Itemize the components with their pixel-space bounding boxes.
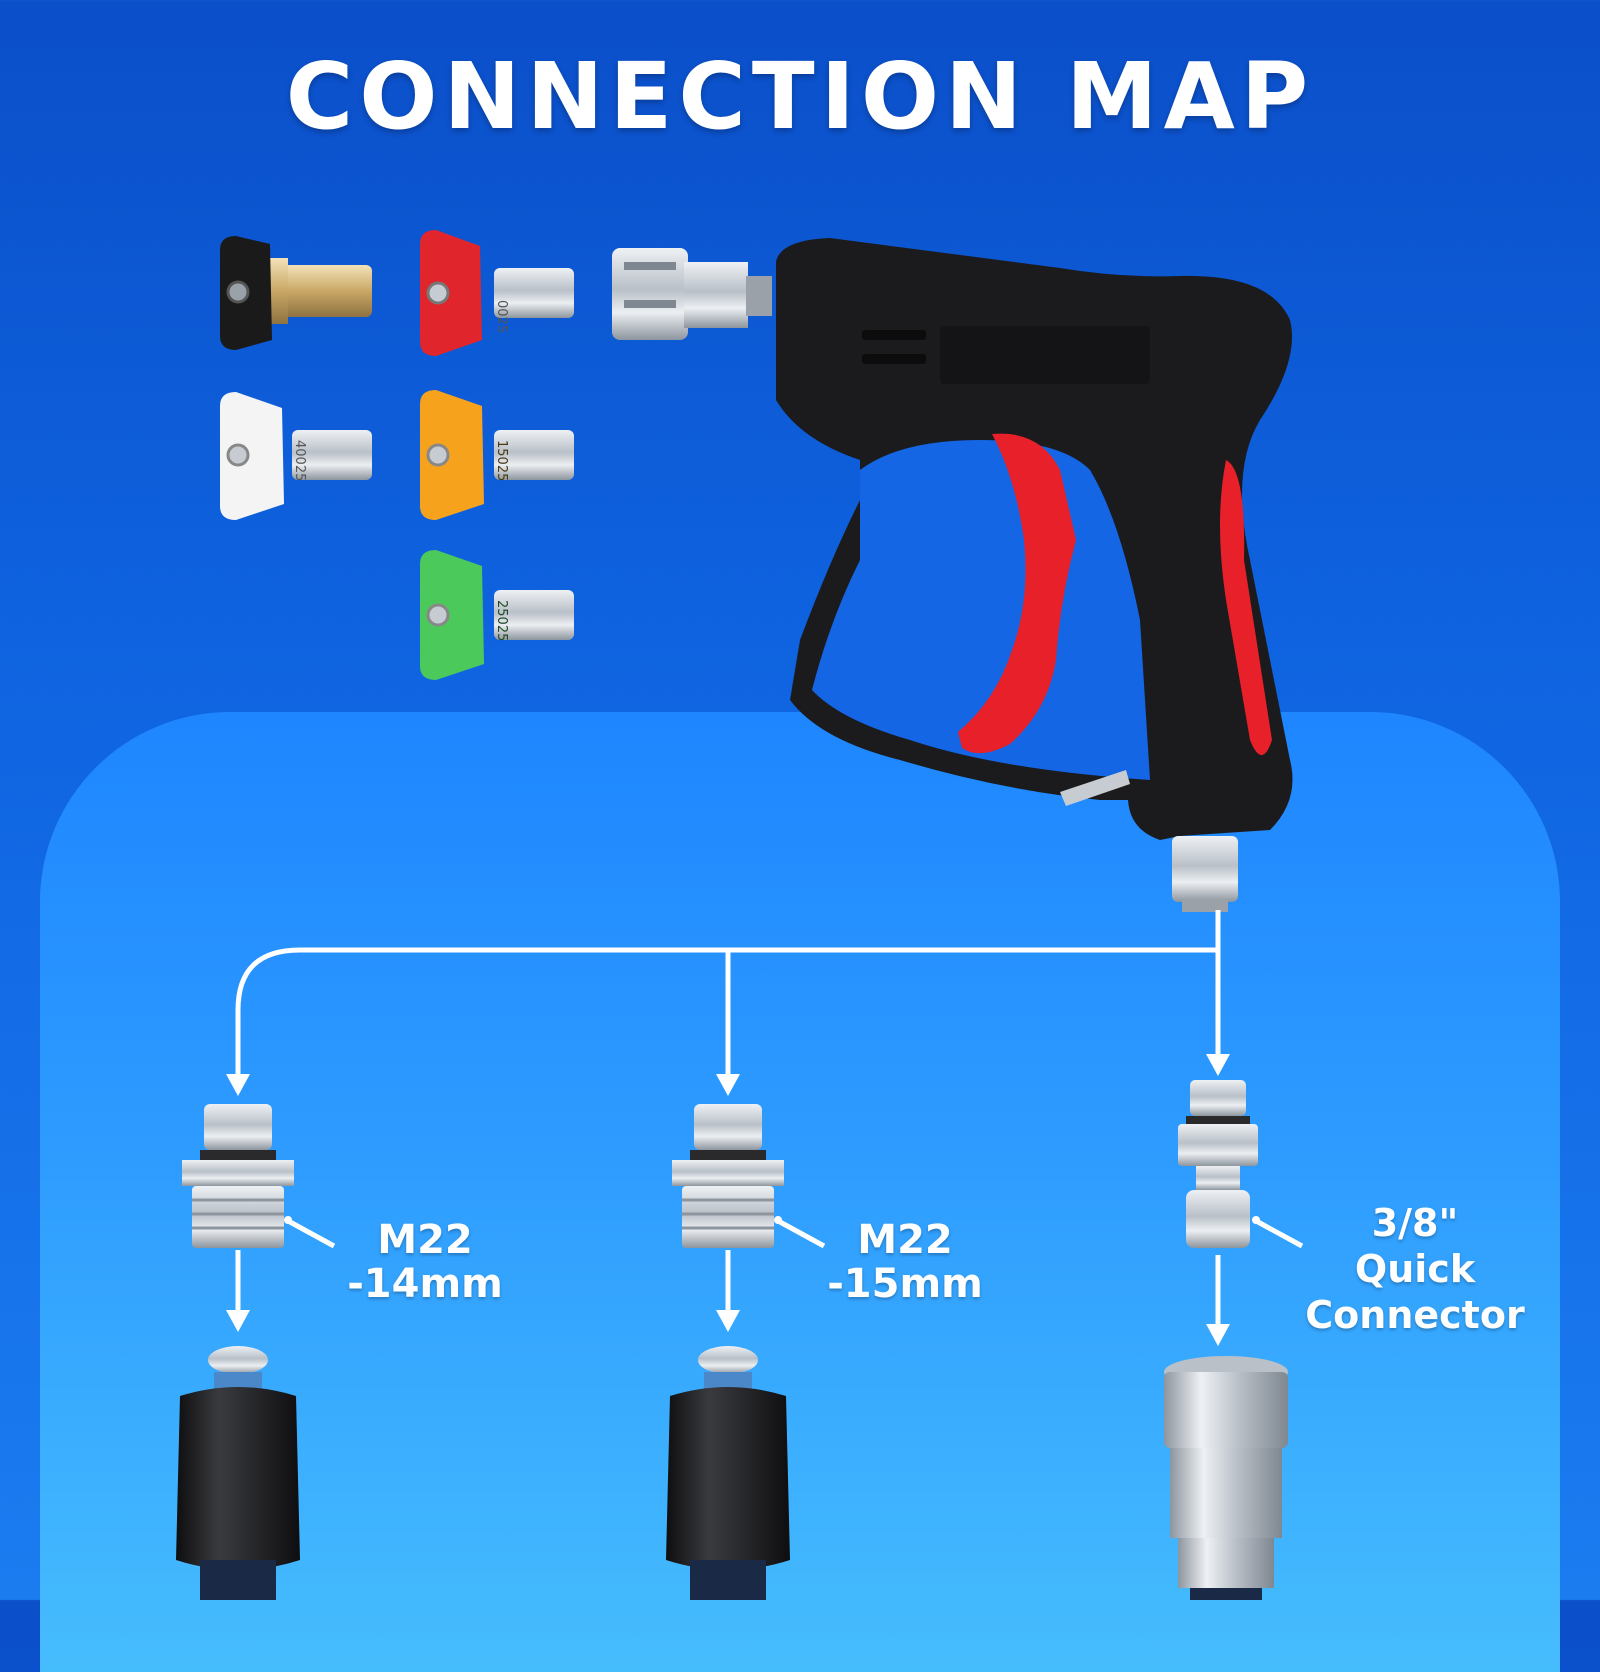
hose-end-3 <box>1164 1356 1288 1600</box>
label-line: M22 <box>377 1217 473 1263</box>
connection-map: CONNECTION MAP <box>40 43 1560 1672</box>
label-quick-connector: 3/8" Quick Connector <box>1285 1200 1545 1338</box>
arrow-down-icon <box>716 1074 740 1096</box>
nozzle-code: 25025 <box>494 600 509 641</box>
spray-gun <box>612 238 1293 912</box>
nozzle-white: 40025 <box>220 392 372 520</box>
label-line: 3/8" <box>1371 1201 1459 1245</box>
connection-lines <box>235 910 1304 1330</box>
label-line: M22 <box>857 1217 953 1263</box>
label-line: Quick <box>1354 1247 1476 1291</box>
illustration: 0025 40025 15025 25025 <box>176 230 1304 1600</box>
arrow-down-icon <box>226 1074 250 1096</box>
label-line: Connector <box>1305 1293 1525 1337</box>
pointer-dot <box>1252 1216 1260 1224</box>
adapter-m22-14mm <box>182 1104 294 1248</box>
nozzle-yellow: 15025 <box>420 390 574 520</box>
pointer-dot <box>774 1216 782 1224</box>
label-line: -14mm <box>347 1261 503 1307</box>
pointer-dot <box>284 1216 292 1224</box>
adapter-m22-15mm <box>672 1104 784 1248</box>
hose-end-1 <box>176 1346 300 1600</box>
hose-end-2 <box>666 1346 790 1600</box>
label-m22-14mm: M22 -14mm <box>330 1218 520 1306</box>
nozzle-green: 25025 <box>420 550 574 680</box>
nozzle-black <box>220 236 372 350</box>
nozzle-code: 0025 <box>494 300 509 333</box>
arrow-down-icon <box>1206 1054 1230 1076</box>
label-m22-15mm: M22 -15mm <box>810 1218 1000 1306</box>
arrowheads <box>226 1054 1260 1346</box>
nozzle-code: 40025 <box>292 440 307 481</box>
nozzle-code: 15025 <box>494 440 509 481</box>
arrow-down-icon <box>716 1310 740 1332</box>
page-title: CONNECTION MAP <box>285 43 1315 150</box>
arrow-down-icon <box>226 1310 250 1332</box>
label-line: -15mm <box>827 1261 983 1307</box>
adapter-quick-connector <box>1178 1080 1258 1248</box>
nozzle-red: 0025 <box>420 230 574 356</box>
arrow-down-icon <box>1206 1324 1230 1346</box>
